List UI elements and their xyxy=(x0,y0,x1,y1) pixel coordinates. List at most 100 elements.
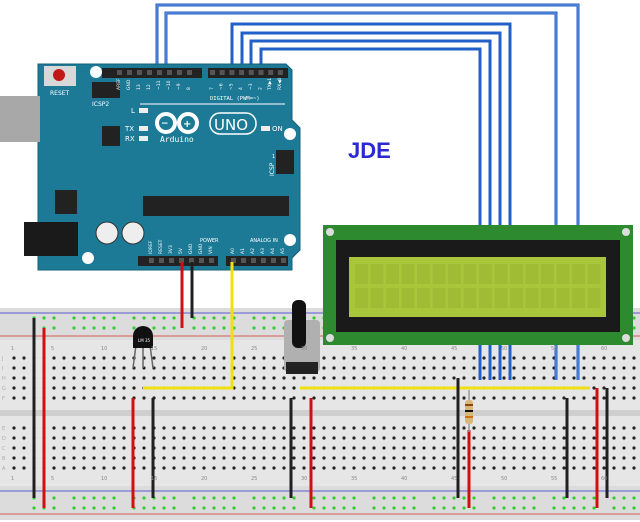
hole xyxy=(462,456,466,460)
header-pin[interactable] xyxy=(149,258,154,263)
column-label: 50 xyxy=(501,476,507,482)
hole xyxy=(62,376,66,380)
svg-text:+: + xyxy=(183,119,191,130)
header-pin[interactable] xyxy=(229,70,235,75)
lcd-cell xyxy=(525,288,539,308)
header-pin[interactable] xyxy=(159,258,164,263)
sensor-label: LM 35 xyxy=(138,338,150,343)
rail-hole xyxy=(372,506,376,510)
rail-hole xyxy=(622,506,626,510)
lcd-cell xyxy=(355,288,368,308)
rail-hole xyxy=(402,496,406,500)
header-pin[interactable] xyxy=(231,258,236,263)
hole xyxy=(482,446,486,450)
hole xyxy=(162,376,166,380)
hole xyxy=(422,456,426,460)
hole xyxy=(132,386,136,390)
rail-hole xyxy=(162,316,166,320)
header-pin[interactable] xyxy=(199,258,204,263)
hole xyxy=(602,376,606,380)
rail-hole xyxy=(202,316,206,320)
hole xyxy=(122,466,126,470)
hole xyxy=(72,366,76,370)
header-pin[interactable] xyxy=(209,258,214,263)
header-pin[interactable] xyxy=(210,70,215,75)
hole xyxy=(332,446,336,450)
hole xyxy=(162,456,166,460)
analog-label: ANALOG IN xyxy=(250,238,278,244)
rail-hole xyxy=(312,506,316,510)
header-pin[interactable] xyxy=(187,70,192,75)
header-pin[interactable] xyxy=(261,258,266,263)
hole xyxy=(52,356,56,360)
hole xyxy=(72,356,76,360)
column-label: 60 xyxy=(601,346,607,352)
header-pin[interactable] xyxy=(277,70,283,75)
rail-hole xyxy=(332,496,336,500)
hole xyxy=(382,376,386,380)
lcd-16x2 xyxy=(323,225,633,345)
hole xyxy=(262,366,266,370)
rail-hole xyxy=(592,506,596,510)
digital-pin-label: ~10 xyxy=(166,80,172,90)
header-pin[interactable] xyxy=(117,70,122,75)
header-pin[interactable] xyxy=(167,70,172,75)
header-pin[interactable] xyxy=(179,258,184,263)
hole xyxy=(332,376,336,380)
rail-hole xyxy=(152,326,156,330)
hole xyxy=(242,396,246,400)
header-pin[interactable] xyxy=(137,70,142,75)
row-label: A xyxy=(2,466,6,472)
header-pin[interactable] xyxy=(271,258,276,263)
lcd-cell xyxy=(417,288,430,308)
hole xyxy=(602,466,606,470)
rail-hole xyxy=(112,316,116,320)
atmega-chip xyxy=(143,196,289,216)
header-pin[interactable] xyxy=(219,70,225,75)
header-pin[interactable] xyxy=(258,70,264,75)
header-pin[interactable] xyxy=(241,258,246,263)
header-pin[interactable] xyxy=(157,70,162,75)
header-pin[interactable] xyxy=(169,258,174,263)
hole xyxy=(202,466,206,470)
header-pin[interactable] xyxy=(177,70,182,75)
header-pin[interactable] xyxy=(147,70,152,75)
hole xyxy=(472,446,476,450)
header-pin[interactable] xyxy=(239,70,245,75)
hole xyxy=(362,376,366,380)
hole xyxy=(222,426,226,430)
rail-hole xyxy=(522,506,526,510)
hole xyxy=(72,386,76,390)
hole xyxy=(72,446,76,450)
hole xyxy=(402,366,406,370)
header-pin[interactable] xyxy=(248,70,254,75)
hole xyxy=(282,396,286,400)
header-pin[interactable] xyxy=(268,70,274,75)
hole xyxy=(222,456,226,460)
hole xyxy=(412,466,416,470)
potentiometer[interactable] xyxy=(284,300,320,374)
hole xyxy=(52,396,56,400)
chip-small xyxy=(102,126,120,146)
hole xyxy=(112,366,116,370)
hole xyxy=(22,356,26,360)
rail-hole xyxy=(162,326,166,330)
rail-hole xyxy=(282,316,286,320)
hole xyxy=(612,376,616,380)
hole xyxy=(212,366,216,370)
rail-hole xyxy=(52,326,56,330)
power-header xyxy=(138,256,218,266)
rail-hole xyxy=(202,496,206,500)
rail-hole xyxy=(92,316,96,320)
header-pin[interactable] xyxy=(251,258,256,263)
header-pin[interactable] xyxy=(281,258,286,263)
header-pin[interactable] xyxy=(127,70,132,75)
rail-hole xyxy=(412,496,416,500)
hole xyxy=(292,456,296,460)
hole xyxy=(392,376,396,380)
header-pin[interactable] xyxy=(189,258,194,263)
hole xyxy=(502,366,506,370)
hole xyxy=(352,466,356,470)
hole xyxy=(382,426,386,430)
